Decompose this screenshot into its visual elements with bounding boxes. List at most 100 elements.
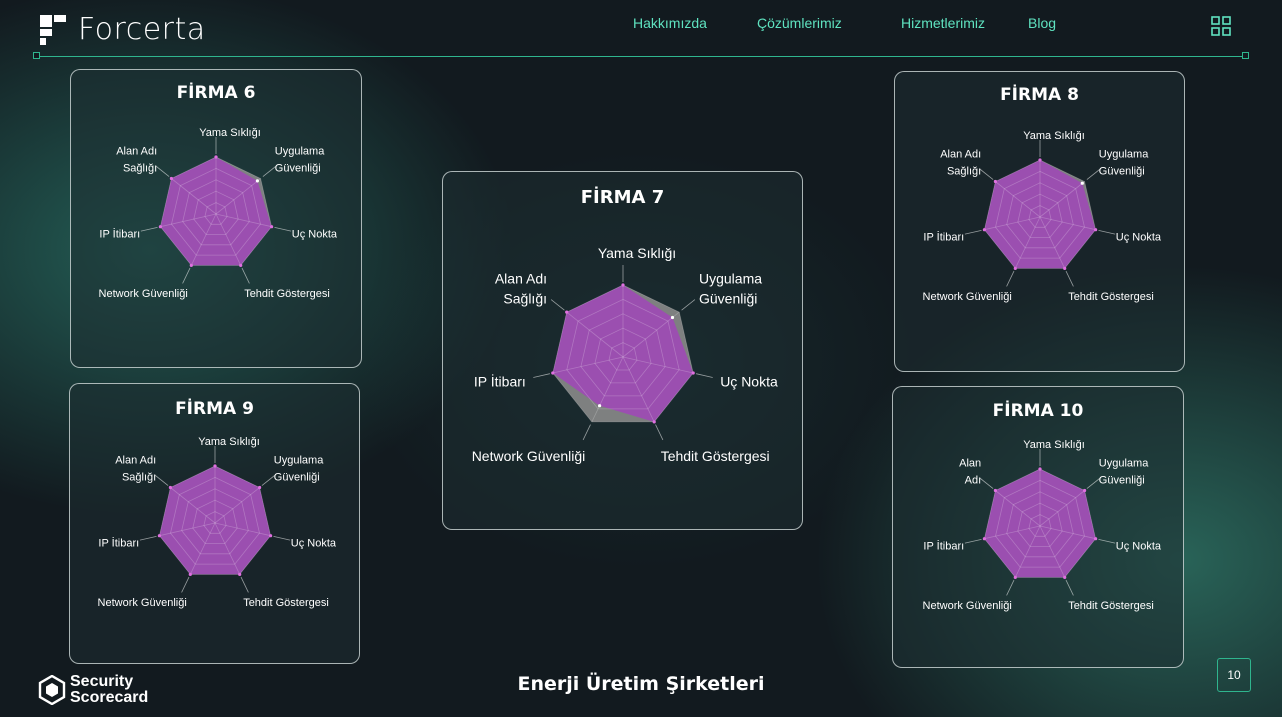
radar-grid-ring: [580, 313, 666, 397]
axis-label: Uç Nokta: [720, 373, 778, 389]
radar-spoke: [1039, 525, 1066, 578]
radar-point: [239, 263, 243, 267]
axis-label: Yama Sıklığı: [1023, 130, 1085, 142]
radar-grid-ring: [1017, 502, 1063, 547]
radar-point: [982, 228, 986, 232]
axis-label-line: Alan: [959, 458, 981, 470]
axis-leader-line: [139, 536, 157, 541]
radar-grid-ring: [158, 465, 272, 575]
axis-label-line: Sağlığı: [503, 290, 547, 306]
radar-spoke: [160, 213, 217, 228]
card-title: FİRMA 7: [580, 187, 665, 208]
axis-leader-line: [1065, 579, 1074, 596]
radar-spoke: [566, 311, 624, 358]
card-title: FİRMA 10: [992, 401, 1084, 421]
radar-spoke: [1039, 181, 1085, 218]
axis-leader-line: [979, 168, 994, 180]
radar-point: [1063, 575, 1067, 579]
axis-leader-line: [964, 539, 982, 544]
nav-link-cozumlerimiz[interactable]: Çözümlerimiz: [757, 15, 842, 31]
axis-label-line: Uç Nokta: [291, 537, 337, 549]
axis-label-line: Yama Sıklığı: [1023, 130, 1085, 142]
axis-leader-line: [182, 267, 191, 284]
axis-label-line: Uç Nokta: [720, 373, 778, 389]
radar-value-area: [984, 160, 1096, 269]
card-title: FİRMA 6: [176, 83, 256, 103]
radar-value-area: [984, 469, 1096, 578]
axis-label-line: Uç Nokta: [292, 228, 338, 240]
radar-spoke: [214, 522, 271, 537]
axis-label: Yama Sıklığı: [198, 436, 260, 448]
radar-point: [551, 371, 555, 375]
radar-point: [213, 464, 217, 468]
nav-link-blog[interactable]: Blog: [1028, 15, 1057, 31]
radar-spoke: [1039, 525, 1096, 540]
axis-label-line: Güvenliği: [275, 163, 321, 175]
radar-point: [993, 179, 997, 184]
axis-label-line: Network Güvenliği: [923, 291, 1012, 303]
radar-spoke: [1039, 216, 1066, 269]
axis-leader-line: [154, 474, 169, 486]
axis-label: Tehdit Göstergesi: [244, 288, 330, 300]
radar-point: [238, 572, 242, 576]
radar-point: [670, 315, 675, 320]
axis-label: Network Güvenliği: [472, 448, 586, 464]
axis-leader-line: [550, 299, 565, 311]
radar-point: [1080, 181, 1084, 185]
radar-point: [1038, 467, 1042, 471]
axis-leader-line: [273, 536, 291, 541]
divider-end-right: [1242, 52, 1249, 59]
radar-spoke: [995, 490, 1041, 527]
radar-spoke: [984, 525, 1041, 540]
axis-leader-line: [155, 165, 170, 177]
radar-grid-ring: [159, 156, 273, 266]
card-title: FİRMA 9: [175, 399, 254, 419]
nav-link-hizmetlerimiz[interactable]: Hizmetlerimiz: [901, 15, 985, 31]
axis-label-line: Yama Sıklığı: [198, 436, 260, 448]
axis-leader-line: [241, 267, 250, 284]
axis-leader-line: [582, 424, 591, 441]
radar-value-area: [160, 157, 272, 266]
axis-label-line: Güvenliği: [699, 290, 757, 306]
radar-point: [982, 537, 986, 541]
radar-point: [1038, 158, 1042, 162]
radar-point: [1013, 266, 1017, 270]
radar-spoke: [215, 213, 272, 228]
partner-line-1: Security: [70, 673, 134, 690]
radar-point: [270, 225, 274, 229]
axis-label: Yama Sıklığı: [1023, 439, 1085, 451]
axis-label-line: Tehdit Göstergesi: [244, 288, 330, 300]
page-number: 10: [1217, 658, 1251, 692]
axis-leader-line: [1006, 579, 1015, 596]
axis-leader-line: [964, 230, 982, 235]
radar-point: [168, 485, 172, 490]
axis-label-line: Tehdit Göstergesi: [661, 448, 770, 464]
axis-label: IP İtibarı: [98, 536, 139, 549]
radar-point: [158, 225, 162, 229]
axis-label-line: IP İtibarı: [474, 372, 526, 389]
axis-leader-line: [1086, 168, 1101, 180]
axis-label-line: Network Güvenliği: [99, 288, 188, 300]
page-title: Enerji Üretim Şirketleri: [517, 673, 765, 695]
radar-point: [565, 310, 569, 314]
forcerta-logo[interactable]: Forcerta: [40, 12, 206, 47]
apps-grid-icon[interactable]: [1211, 16, 1231, 36]
axis-label: Network Güvenliği: [98, 597, 187, 609]
axis-label-line: Güvenliği: [274, 472, 320, 484]
radar-point: [258, 485, 262, 490]
radar-point: [157, 534, 161, 538]
radar-grid-ring: [983, 159, 1097, 269]
nav-link-hakkimizda[interactable]: Hakkımızda: [633, 15, 707, 31]
security-scorecard-logo[interactable]: Security Scorecard: [38, 674, 148, 706]
axis-leader-line: [1006, 270, 1015, 287]
axis-label-line: Sağlığı: [122, 472, 156, 484]
radar-point: [598, 404, 602, 408]
radar-grid-ring: [192, 499, 238, 544]
radar-spoke: [622, 311, 680, 358]
